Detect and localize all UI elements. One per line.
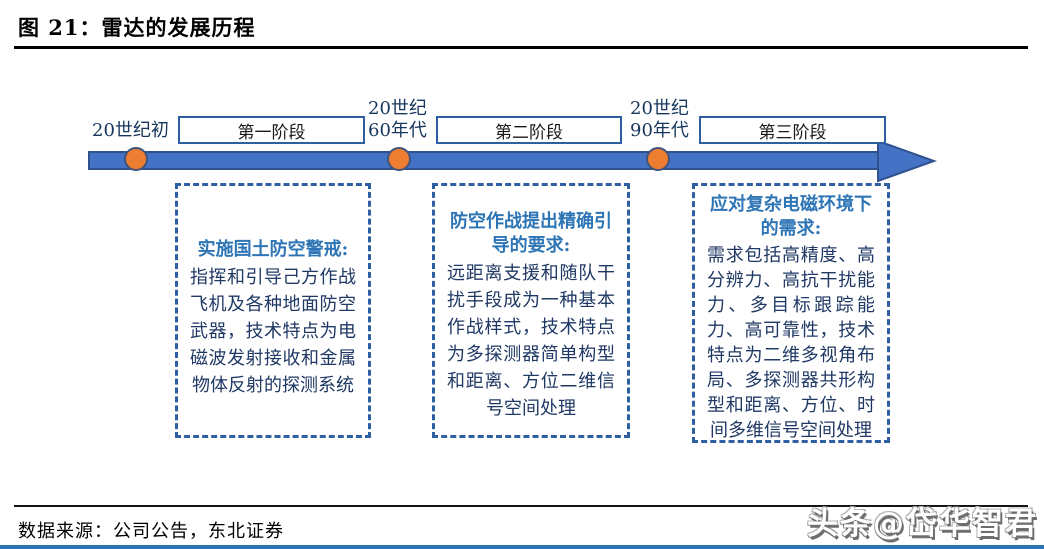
stage-label: 第一阶段 xyxy=(237,122,306,143)
stage-label: 第三阶段 xyxy=(758,122,827,143)
detail-box-stage-3: 应对复杂电磁环境下的需求: 需求包括高精度、高分辨力、高抗干扰能力、多目标跟踪能… xyxy=(692,183,890,443)
detail-body: 指挥和引导己方作战飞机及各种地面防空武器，技术特点为电磁波发射接收和金属物体反射… xyxy=(190,267,356,396)
stage-box-3: 第三阶段 xyxy=(699,116,886,144)
detail-heading: 实施国土防空警戒: xyxy=(197,239,349,260)
detail-body: 远距离支援和随队干扰手段成为一种基本作战样式，技术特点为多探测器简单构型和距离、… xyxy=(447,263,615,419)
stage-box-1: 第一阶段 xyxy=(178,116,365,144)
timeline-arrow-icon xyxy=(877,139,937,183)
bottom-blue-rule xyxy=(0,545,1044,549)
data-source-text: 数据来源：公司公告，东北证券 xyxy=(18,521,284,542)
milestone-line: 20世纪 xyxy=(630,98,689,119)
milestone-dot-1960s xyxy=(387,147,411,171)
source-divider xyxy=(14,505,1028,507)
title-divider xyxy=(14,46,1028,49)
milestone-line: 60年代 xyxy=(368,120,427,141)
milestone-line: 20世纪初 xyxy=(92,120,169,141)
detail-box-stage-1: 实施国土防空警戒: 指挥和引导己方作战飞机及各种地面防空武器，技术特点为电磁波发… xyxy=(175,183,371,438)
milestone-dot-1990s xyxy=(646,147,670,171)
milestone-line: 90年代 xyxy=(630,120,689,141)
milestone-dot-1900s xyxy=(124,147,148,171)
detail-body: 需求包括高精度、高分辨力、高抗干扰能力、多目标跟踪能力、高可靠性，技术特点为二维… xyxy=(707,245,875,441)
detail-heading: 防空作战提出精确引导的要求: xyxy=(450,211,612,256)
milestone-label-1960s: 20世纪 60年代 xyxy=(368,98,427,142)
detail-heading: 应对复杂电磁环境下的需求: xyxy=(710,194,872,239)
timeline-bar xyxy=(88,151,880,170)
detail-box-stage-2: 防空作战提出精确引导的要求: 远距离支援和随队干扰手段成为一种基本作战样式，技术… xyxy=(432,183,630,438)
watermark-text: 头条@岱华智君 xyxy=(807,506,1038,542)
stage-label: 第二阶段 xyxy=(495,122,563,143)
milestone-line: 20世纪 xyxy=(368,98,427,119)
milestone-label-1900s: 20世纪初 xyxy=(92,120,169,142)
milestone-label-1990s: 20世纪 90年代 xyxy=(630,98,689,142)
figure-title: 图 21：雷达的发展历程 xyxy=(18,15,256,40)
stage-box-2: 第二阶段 xyxy=(436,116,622,144)
